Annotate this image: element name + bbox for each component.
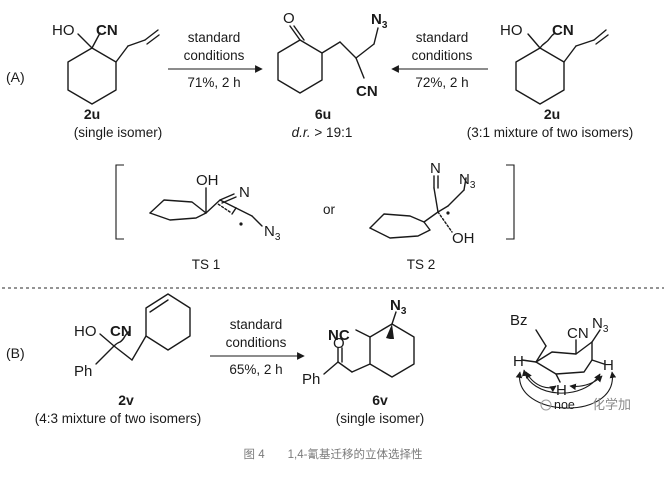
conformer-noe-structure: Bz CN N3 H H H noe xyxy=(510,312,617,412)
compound-desc-2v: (4:3 mixture of two isomers) xyxy=(35,411,202,426)
reactant-2u-left-structure: HO CN xyxy=(52,22,160,105)
h-label-right: H xyxy=(603,357,614,374)
arrow-b-yield: 65%, 2 h xyxy=(229,362,282,377)
compound-id-2u-left: 2u xyxy=(84,106,100,122)
compound-id-2u-right: 2u xyxy=(544,106,560,122)
figure-caption: 图 4 1,4-氰基迁移的立体选择性 xyxy=(244,447,423,461)
o-label: O xyxy=(333,335,345,352)
dr-text: d.r. > 19:1 xyxy=(292,125,353,140)
compound-desc-2u-right: (3:1 mixture of two isomers) xyxy=(467,125,634,140)
n3-label: N3 xyxy=(390,297,407,317)
watermark-text: 化学加 xyxy=(592,397,631,412)
cn-label: CN xyxy=(552,22,574,39)
reactant-2u-right-structure: HO CN xyxy=(500,22,609,105)
bracket-left xyxy=(115,164,124,240)
panel-b-label: (B) xyxy=(6,345,25,361)
nc-label: NC xyxy=(328,327,350,344)
n3-label: N3 xyxy=(459,171,476,191)
h-label-middle: H xyxy=(556,382,567,399)
n-label: N xyxy=(430,160,441,177)
arrow-left-line2: conditions xyxy=(184,48,245,63)
oh-label: OH xyxy=(196,172,219,189)
cn-label: CN xyxy=(356,83,378,100)
product-6v-structure: NC N3 O Ph xyxy=(302,297,415,388)
ho-label: HO xyxy=(52,22,75,39)
n3-label: N3 xyxy=(264,223,281,243)
compound-desc-6v: (single isomer) xyxy=(336,411,425,426)
n-label: N xyxy=(239,184,250,201)
oh-label: OH xyxy=(452,230,475,247)
ho-label: HO xyxy=(500,22,523,39)
reactant-2v-structure: HO CN Ph xyxy=(74,293,191,380)
cn-label: CN xyxy=(96,22,118,39)
compound-id-6v: 6v xyxy=(372,392,388,408)
bracket-right xyxy=(506,164,515,240)
ts2-structure: N N3 OH xyxy=(369,160,476,247)
cn-label: CN xyxy=(567,325,589,342)
ph-label: Ph xyxy=(302,371,320,388)
h-label-left: H xyxy=(513,353,524,370)
cn-label: CN xyxy=(110,323,132,340)
watermark: 化学加 xyxy=(540,397,631,412)
arrow-left-line1: standard xyxy=(188,30,241,45)
product-6u-structure: O N3 CN xyxy=(277,10,388,100)
arrow-b-line1: standard xyxy=(230,317,283,332)
arrow-left-yield: 71%, 2 h xyxy=(187,75,240,90)
compound-id-6u: 6u xyxy=(315,106,331,122)
n3-label: N3 xyxy=(592,315,609,335)
ts1-label: TS 1 xyxy=(192,257,221,272)
arrow-right-line2: conditions xyxy=(412,48,473,63)
ho-label: HO xyxy=(74,323,97,340)
arrow-right-yield: 72%, 2 h xyxy=(415,75,468,90)
ts2-label: TS 2 xyxy=(407,257,436,272)
wechat-icon xyxy=(540,399,552,411)
compound-desc-2u-left: (single isomer) xyxy=(74,125,163,140)
compound-id-2v: 2v xyxy=(118,392,134,408)
ph-label: Ph xyxy=(74,363,92,380)
bz-label: Bz xyxy=(510,312,528,329)
arrow-b-line2: conditions xyxy=(226,335,287,350)
n3-label: N3 xyxy=(371,11,388,31)
arrow-right-line1: standard xyxy=(416,30,469,45)
ts1-structure: OH N N3 xyxy=(149,172,281,243)
o-label: O xyxy=(283,10,295,27)
noe-label: noe xyxy=(554,398,575,412)
or-text: or xyxy=(323,202,336,217)
panel-a-label: (A) xyxy=(6,69,25,85)
